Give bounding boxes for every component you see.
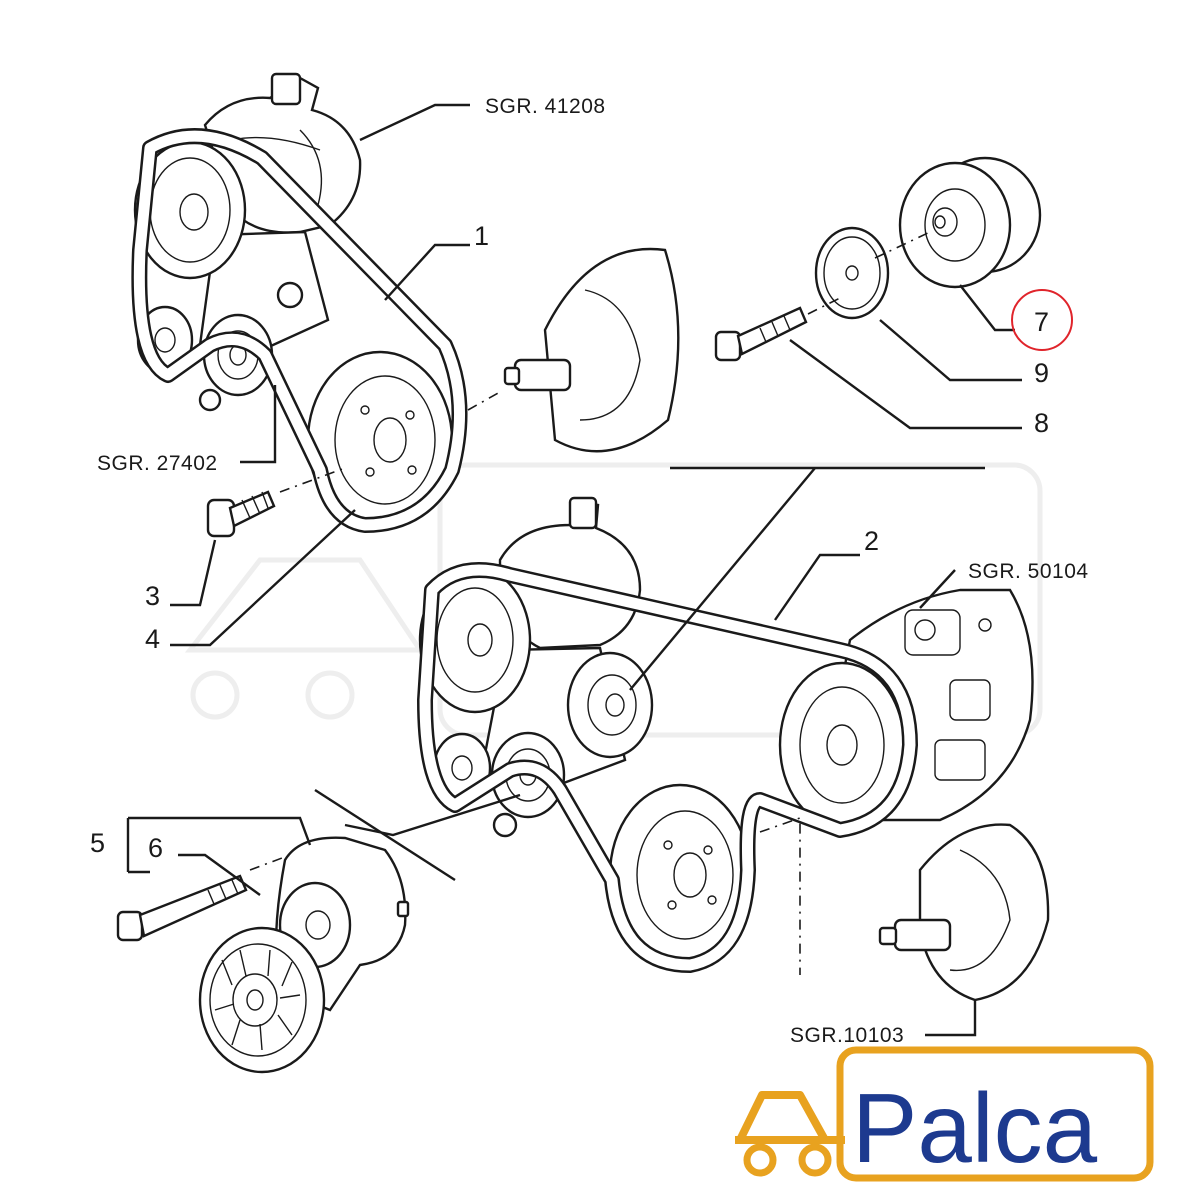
callout-1: 1	[474, 221, 489, 251]
callout-8: 8	[1034, 408, 1049, 438]
top-belt-assembly	[131, 72, 680, 538]
tensioner-parts	[116, 836, 410, 1074]
callout-2: 2	[864, 526, 879, 556]
callout-3: 3	[145, 581, 160, 611]
ref-sgr-10103: SGR.10103	[790, 1024, 904, 1047]
callout-7: 7	[1034, 307, 1049, 337]
ref-sgr-41208: SGR. 41208	[485, 95, 606, 118]
car-icon	[735, 1091, 845, 1177]
brand-name: Palca	[852, 1073, 1098, 1183]
bottom-belt-assembly	[417, 496, 1050, 1002]
callout-9: 9	[1034, 358, 1049, 388]
ref-sgr-27402: SGR. 27402	[97, 452, 218, 475]
idler-pulley-parts	[714, 156, 1042, 362]
callout-6: 6	[148, 833, 163, 863]
callout-4: 4	[145, 624, 160, 654]
callout-5: 5	[90, 828, 105, 858]
leader-lines	[126, 103, 1022, 1037]
ref-sgr-50104: SGR. 50104	[968, 560, 1089, 583]
highlight-circle	[1011, 289, 1073, 351]
palca-logo: Palca	[735, 1046, 1154, 1183]
logo-frame	[836, 1046, 1154, 1182]
